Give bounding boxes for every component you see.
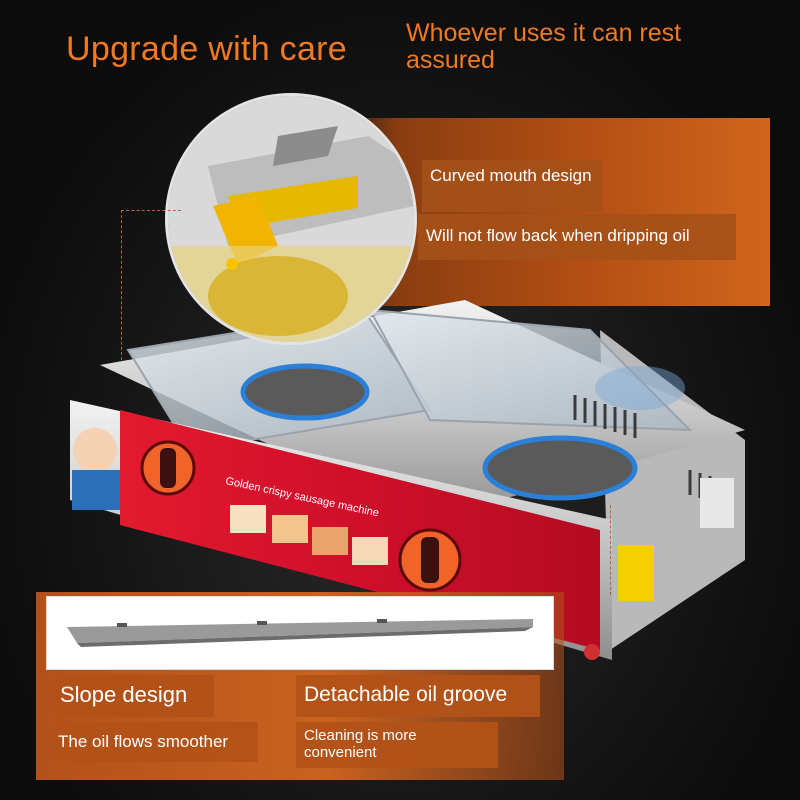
oil-groove-desc: Cleaning is more convenient <box>296 722 498 768</box>
front-red-panel <box>120 410 600 650</box>
curved-mouth-label: Curved mouth design <box>422 160 602 212</box>
food-image <box>272 515 308 543</box>
callout-line <box>121 210 181 211</box>
food-image <box>230 505 266 533</box>
food-image <box>352 537 388 565</box>
spec-label <box>700 478 734 528</box>
callout-line <box>610 505 611 595</box>
oil-groove-title: Detachable oil groove <box>296 675 540 717</box>
oil-spout-zoom <box>168 96 414 342</box>
slope-design-title: Slope design <box>52 675 214 717</box>
opera-character <box>73 428 117 472</box>
no-flow-back-label: Will not flow back when dripping oil <box>418 214 736 260</box>
oil-groove-strip-image <box>46 596 554 670</box>
page-subtitle: Whoever uses it can rest assured <box>406 19 682 74</box>
left-burner <box>240 363 370 421</box>
warning-label <box>618 545 654 601</box>
callout-line <box>121 210 122 360</box>
right-burner <box>482 435 638 501</box>
slope-design-desc: The oil flows smoother <box>52 722 258 762</box>
food-image <box>312 527 348 555</box>
gas-inlet <box>584 644 600 660</box>
page-title: Upgrade with care <box>66 30 348 68</box>
